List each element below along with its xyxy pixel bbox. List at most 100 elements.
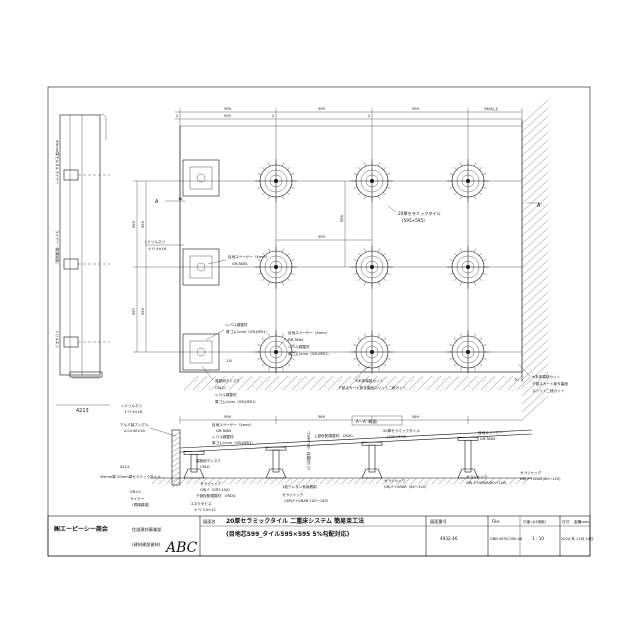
left-dim-1: 599 bbox=[132, 220, 136, 228]
right-wall-hatch bbox=[521, 99, 549, 421]
drawing-subtitle: (目地芯599_タイル595×595 5%勾配対応) bbox=[226, 530, 350, 538]
left-dim-2: 599 bbox=[141, 220, 145, 228]
top-dim-1: 599 bbox=[224, 107, 232, 111]
file-name: GBR-4932-595-46 bbox=[490, 537, 523, 541]
sec-jack4: セラジャック bbox=[466, 474, 488, 479]
plan-spacer2-code: GR-TAB4 bbox=[288, 338, 304, 342]
sec-jack2: セラジャック bbox=[282, 492, 304, 497]
small-dim-70: 70 bbox=[514, 378, 519, 382]
section-pedestal-0 bbox=[183, 450, 205, 479]
small-dim-18: 18 bbox=[178, 197, 183, 201]
wall-dim: 4213 bbox=[76, 408, 89, 414]
company-name: ㈱エーピーシー商会 bbox=[54, 525, 109, 533]
sec-dim-3: 569 bbox=[412, 415, 420, 419]
plan-screw-label: I-ドリルネジ bbox=[145, 239, 166, 244]
plan-level2b: 厚ゴム1mm（GR-JMR1） bbox=[288, 351, 331, 356]
sec-spacer-r: 目地スペーサー bbox=[478, 430, 503, 435]
pedestal-grid bbox=[254, 159, 490, 374]
sec-liner: ライナー bbox=[130, 496, 145, 501]
plan-spacer1-code: GR-TAB4 bbox=[232, 262, 248, 266]
wall-label-1: ※5mm厚モルタルライナー bbox=[55, 140, 60, 185]
section-pedestal-1 bbox=[265, 446, 287, 479]
pedestal-0-2 bbox=[446, 159, 490, 203]
sec-screw-spec: ナベ 4×16 bbox=[124, 409, 143, 414]
sec-level-b: 厚ゴム1mm（GR-JMR1） bbox=[212, 440, 255, 445]
sec-spacer-r-code: GR-TAB4 bbox=[480, 437, 496, 441]
sec-jack1-code: GRJ-F（GRT-104） bbox=[200, 487, 232, 492]
sec-floor-screw: 下部仮配調整材：GRDU bbox=[196, 493, 236, 498]
sec-top-tile: 上部仮配調整材：CRAG bbox=[314, 433, 353, 438]
section-pedestal-2 bbox=[361, 441, 383, 479]
sec-jack3-code: GRJ-F+GRAR（80～120） bbox=[384, 484, 429, 489]
section-pedestal-3 bbox=[457, 436, 479, 479]
tile-label: 20厚セラミックタイル bbox=[398, 210, 441, 217]
section-title: A－A' 断面 bbox=[356, 418, 377, 425]
section-view: 599 569 569 I-ドリルネジ ナベ 4×16 アルミ製アングル 2.0… bbox=[100, 403, 561, 512]
top-dim-1b: 595 bbox=[224, 114, 231, 118]
tile-size: (595×595) bbox=[402, 218, 425, 223]
wall-label-2: ライナー（現場調達） bbox=[55, 230, 60, 266]
gap-dim-3: 2 bbox=[368, 114, 370, 118]
inner-dim-v: 595 bbox=[340, 215, 344, 222]
sec-edge-disc: 端部用ディスク bbox=[196, 458, 221, 463]
sec-jack3: セラジャック bbox=[384, 478, 406, 483]
author-label: 製図 bbox=[574, 519, 582, 524]
plan-cut2b: 下部スカート部タ裏面 bbox=[532, 381, 568, 386]
section-pedestals bbox=[183, 436, 479, 479]
plan-cut1b: 下部スカート部タ裏面スリット二段カット bbox=[338, 385, 407, 390]
author: matsu bbox=[579, 520, 590, 524]
plan-cut1: ※本体端部カット bbox=[355, 378, 384, 383]
sec-edge-disc-code: CRLD bbox=[200, 465, 210, 469]
floor-hatch bbox=[180, 371, 532, 391]
plan-spacer2: 目地スペーサー（4mm） bbox=[288, 330, 329, 335]
brand-label: (建材建設資材) bbox=[132, 541, 161, 548]
sec-jack4-code: GRJ-F+GRAR(80～120) bbox=[466, 481, 507, 485]
sec-tile-size: (595×595) bbox=[387, 435, 407, 439]
sec-level: レベル調整材 bbox=[212, 434, 234, 439]
scale-label: 尺度 (A3用紙) bbox=[523, 519, 547, 524]
company-sub: 住設建材事業部 bbox=[132, 526, 161, 533]
sec-angle-spec: 2.0×40×30 bbox=[124, 429, 146, 433]
sec-urethane: 1液ウレタン系接着剤 bbox=[282, 484, 317, 489]
plan-cut2c: スリット二段カット bbox=[532, 388, 565, 393]
sec-jack5: セラジャック bbox=[520, 470, 542, 475]
sec-mortar: ※5mm厚 20mm厚セラミックタイル bbox=[100, 474, 161, 479]
plan-cut2: ※本体端部カット bbox=[532, 374, 561, 379]
pedestal-1-2 bbox=[446, 245, 490, 289]
plan-edge-disc: 端部用ディスク bbox=[215, 378, 240, 383]
pedestal-0-0 bbox=[254, 159, 298, 203]
pedestal-2-2 bbox=[446, 330, 490, 374]
sec-small-screw-spec: ナベ 3.5×12 bbox=[194, 507, 216, 512]
pedestal-2-0 bbox=[254, 330, 298, 374]
plan-spacer1: 目地スペーサー（4mm） bbox=[228, 254, 269, 259]
plan-edge-disc-code: CRLD bbox=[215, 386, 225, 390]
gap-dim-1: 2 bbox=[176, 114, 178, 118]
sec-h-dim: 4213 bbox=[120, 465, 129, 469]
sec-liner-b: （現場調達） bbox=[130, 502, 152, 507]
pedestal-0-1 bbox=[350, 159, 394, 203]
small-dim-18b: 1.8 bbox=[226, 359, 232, 363]
section-mark-a2: A' bbox=[537, 203, 542, 209]
plan-level1: レベル調整材 bbox=[226, 322, 248, 327]
pedestal-1-0 bbox=[254, 245, 298, 289]
sec-jack5-code: GRJ-F+GRAR(80～120) bbox=[520, 477, 561, 481]
sec-side-label: ﾚﾍﾞﾙ調整材（GR-JMR1） bbox=[306, 429, 311, 470]
plan-level3b: 厚ゴム1mm（GR-JMR1） bbox=[215, 399, 258, 404]
sec-angle: アルミ製アングル bbox=[120, 422, 149, 427]
pedestal-2-1 bbox=[350, 330, 394, 374]
top-dim-2: 599 bbox=[318, 107, 326, 111]
file-label: File: bbox=[492, 519, 500, 524]
plan-view: 599 595 599 599 260以上 2 2 2 599 599 597 … bbox=[132, 99, 568, 421]
sec-spacer-code2: GR-L5 bbox=[130, 490, 141, 494]
plan-level2: レベル調整材 bbox=[288, 344, 310, 349]
pedestal-1-1 bbox=[350, 245, 394, 289]
sheet-frame bbox=[47, 86, 591, 557]
sec-dim-1: 599 bbox=[224, 415, 232, 419]
gap-dim-2: 2 bbox=[272, 114, 274, 118]
scale: 1 : 10 bbox=[532, 536, 544, 541]
drawing-no: 4932-46 bbox=[440, 536, 458, 541]
sec-small-screw: コネクタビス bbox=[190, 501, 212, 506]
plan-level1b: 厚ゴム1mm（GR-JMR1） bbox=[226, 329, 269, 334]
wall-elevation: ※5mm厚モルタルライナー ライナー（現場調達） ドリルネジ 4213 bbox=[55, 114, 110, 414]
